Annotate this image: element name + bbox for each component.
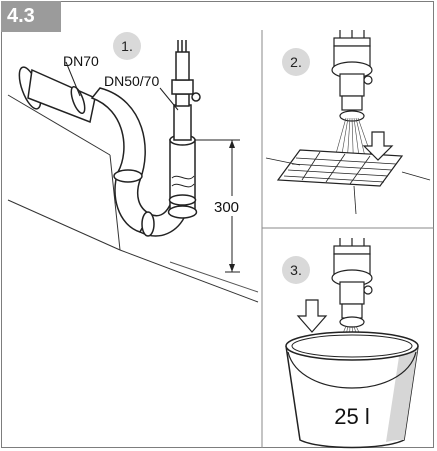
dn70-label: DN70 <box>63 53 99 69</box>
drain-pipe-drawing <box>7 40 259 303</box>
floor-drain-drawing <box>265 30 431 215</box>
bucket-drawing <box>285 238 419 449</box>
step-3-marker <box>282 256 310 284</box>
bucket-volume-label: 25 l <box>334 404 369 429</box>
step-1-number: 1. <box>121 38 133 54</box>
height-dimension-label: 300 <box>214 199 239 216</box>
step-1-marker <box>113 32 141 60</box>
step-3-number: 3. <box>290 262 302 278</box>
figure-number-badge: 4.3 <box>1 1 61 32</box>
step-2-marker <box>282 48 310 76</box>
dn50-70-label: DN50/70 <box>104 73 159 89</box>
step-2-number: 2. <box>290 54 302 70</box>
